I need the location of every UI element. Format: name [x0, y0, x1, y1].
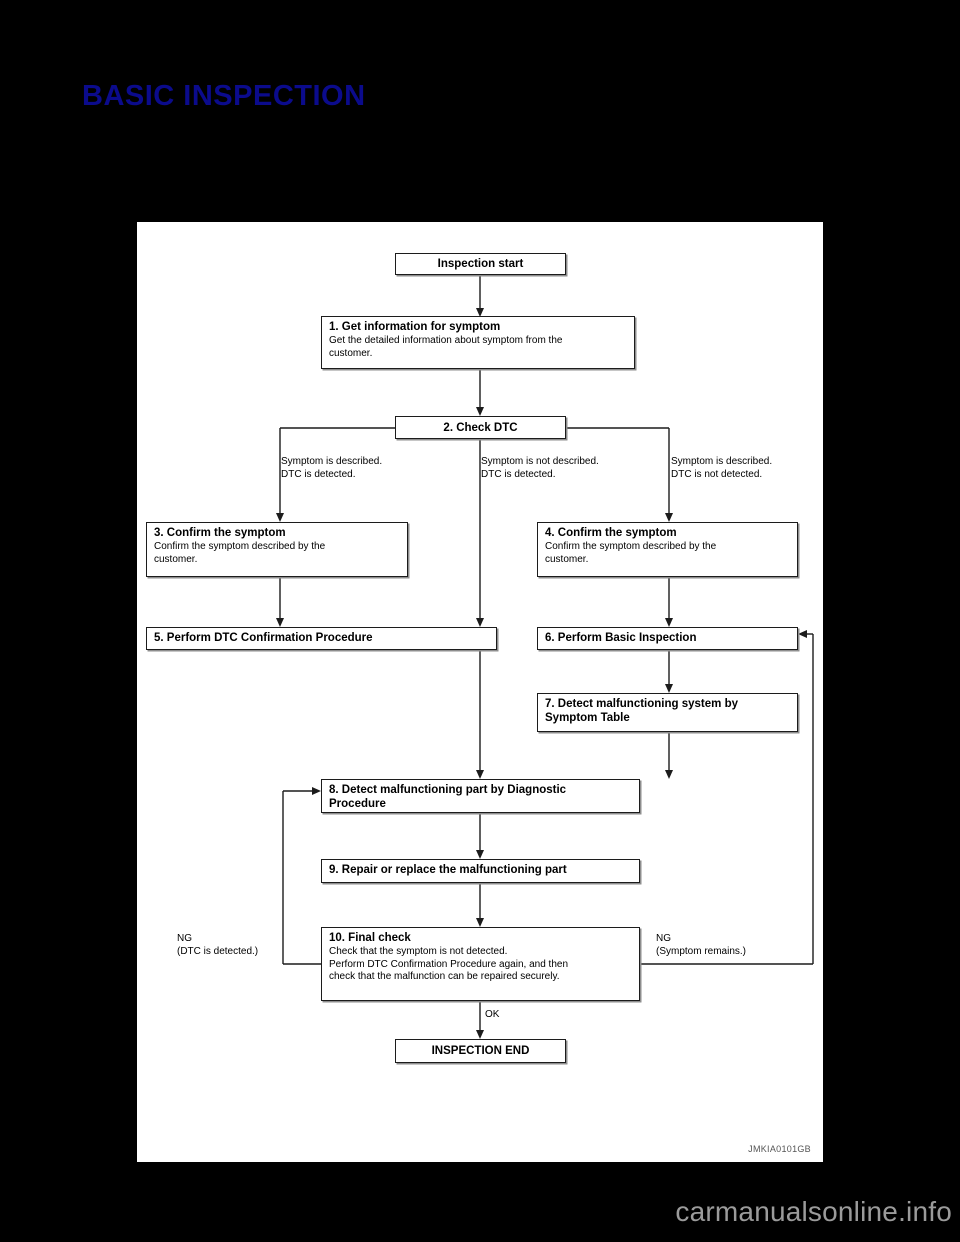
node-inspection-start-title: Inspection start [437, 258, 524, 270]
node-step-1-title: 1. Get information for symptom [329, 321, 501, 333]
node-inspection-end-title: INSPECTION END [431, 1045, 530, 1057]
edge-label-ok: OK [485, 1009, 500, 1020]
node-step-10[interactable]: 10. Final check Check that the symptom i… [321, 927, 640, 1001]
node-step-5-title: 5. Perform DTC Confirmation Procedure [154, 632, 373, 644]
node-step-6-title: 6. Perform Basic Inspection [545, 632, 697, 644]
figure-id-code: JMKIA0101GB [748, 1144, 811, 1154]
flowchart-diagram: Inspection start 1. Get information for … [137, 222, 823, 1162]
edge-label-ng-right: NG (Symptom remains.) [656, 933, 747, 957]
node-step-8-title: 8. Detect malfunctioning part by Diagnos… [329, 784, 567, 810]
node-step-5[interactable]: 5. Perform DTC Confirmation Procedure [146, 627, 497, 650]
figure-panel: Inspection start 1. Get information for … [137, 222, 823, 1162]
node-step-2[interactable]: 2. Check DTC [395, 416, 566, 439]
node-step-3-body: Confirm the symptom described by the cus… [154, 541, 326, 565]
node-step-3-title: 3. Confirm the symptom [154, 527, 286, 539]
node-inspection-start[interactable]: Inspection start [395, 253, 566, 275]
edge-label-branch-middle: Symptom is not described. DTC is detecte… [481, 456, 599, 480]
node-step-7-title: 7. Detect malfunctioning system by Sympt… [545, 698, 738, 724]
node-step-3[interactable]: 3. Confirm the symptom Confirm the sympt… [146, 522, 408, 577]
node-step-4[interactable]: 4. Confirm the symptom Confirm the sympt… [537, 522, 798, 577]
node-step-10-body: Check that the symptom is not detected. … [329, 946, 569, 982]
edge-label-branch-right: Symptom is described. DTC is not detecte… [671, 456, 773, 480]
node-step-7[interactable]: 7. Detect malfunctioning system by Sympt… [537, 693, 798, 732]
edge-label-ng-left: NG (DTC is detected.) [177, 933, 259, 957]
edge-label-branch-left: Symptom is described. DTC is detected. [281, 456, 383, 480]
node-step-6[interactable]: 6. Perform Basic Inspection [537, 627, 798, 650]
node-step-9[interactable]: 9. Repair or replace the malfunctioning … [321, 859, 640, 883]
node-step-4-body: Confirm the symptom described by the cus… [545, 541, 717, 565]
watermark: carmanualsonline.info [675, 1196, 952, 1227]
node-inspection-end[interactable]: INSPECTION END [395, 1039, 566, 1063]
node-step-2-title: 2. Check DTC [443, 421, 518, 434]
node-step-4-title: 4. Confirm the symptom [545, 527, 677, 539]
node-step-1-body: Get the detailed information about sympt… [329, 335, 563, 359]
page-title: BASIC INSPECTION [82, 80, 366, 112]
node-step-8[interactable]: 8. Detect malfunctioning part by Diagnos… [321, 779, 640, 813]
node-step-1[interactable]: 1. Get information for symptom Get the d… [321, 316, 635, 369]
node-step-10-title: 10. Final check [329, 932, 411, 944]
node-step-9-title: 9. Repair or replace the malfunctioning … [329, 864, 567, 876]
